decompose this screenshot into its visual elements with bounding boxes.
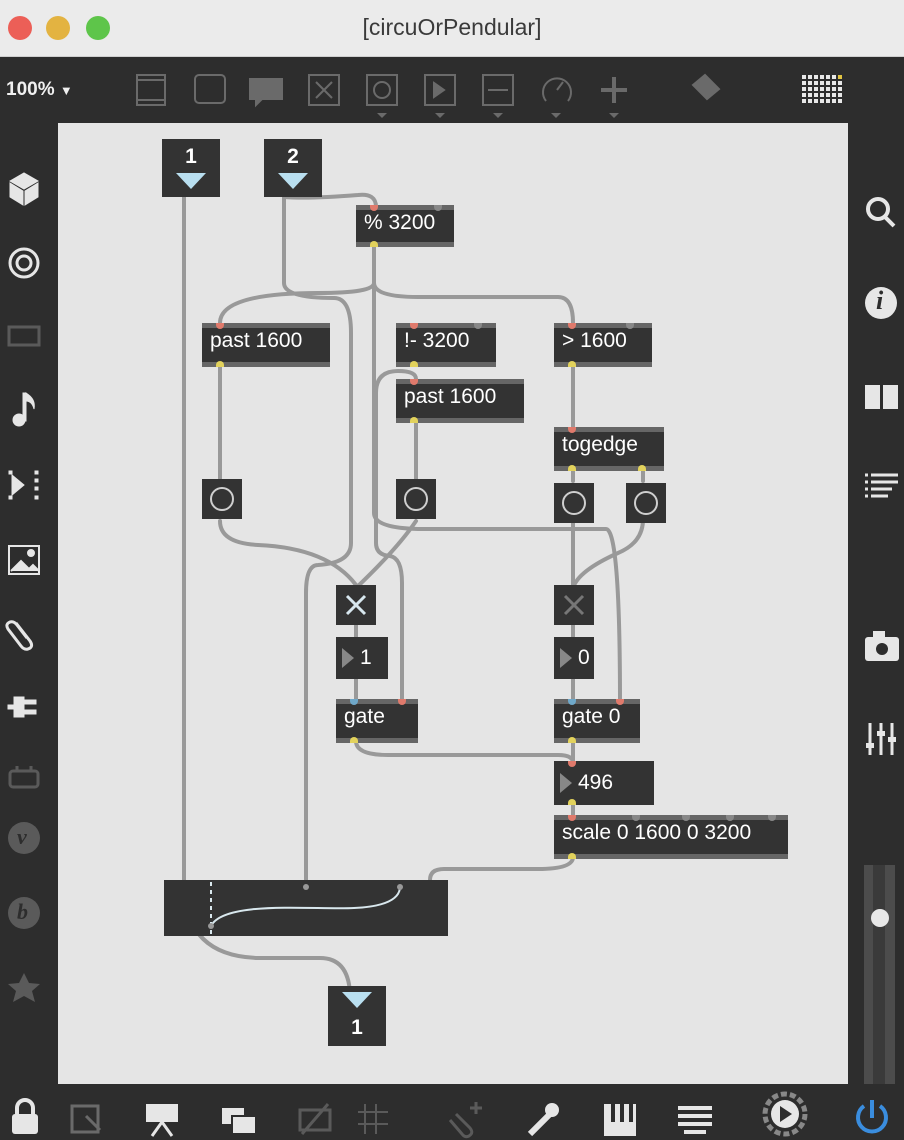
toggle-1[interactable] <box>336 585 376 625</box>
title-bar: [circuOrPendular] <box>0 0 904 57</box>
button-icon[interactable] <box>366 74 398 106</box>
power-icon[interactable] <box>856 1100 888 1134</box>
cord[interactable] <box>218 243 376 325</box>
cord[interactable] <box>282 192 378 209</box>
cursor-icon[interactable] <box>70 1104 102 1134</box>
mixer-icon[interactable] <box>866 723 896 755</box>
v-icon[interactable] <box>8 822 40 854</box>
paperclip-icon[interactable] <box>5 620 34 651</box>
volume-slider[interactable] <box>864 865 895 1085</box>
object-past-1[interactable]: past 1600 <box>202 323 330 367</box>
patcher-canvas[interactable]: 1 2 % 3200 past 1600 !- 3200 > 1600 past… <box>58 123 848 1084</box>
b-icon[interactable] <box>8 897 40 929</box>
inlet-2[interactable]: 2 <box>264 139 322 197</box>
device-icon[interactable] <box>8 766 40 789</box>
comment-icon[interactable] <box>249 78 283 108</box>
info-label: i <box>876 286 884 315</box>
columns-icon[interactable] <box>865 385 898 409</box>
cord[interactable] <box>571 519 645 590</box>
right-sidebar: i <box>848 123 904 1085</box>
presentation-icon[interactable] <box>7 325 41 347</box>
object-togedge[interactable]: togedge <box>554 427 664 471</box>
function-curve[interactable] <box>164 880 448 936</box>
object-scale[interactable]: scale 0 1600 0 3200 <box>554 815 788 859</box>
camera-icon[interactable] <box>865 631 899 661</box>
left-sidebar: v b <box>0 123 58 1085</box>
zoom-button[interactable] <box>86 16 110 40</box>
presentation-mode-icon[interactable] <box>146 1104 178 1137</box>
object-mod[interactable]: % 3200 <box>356 205 454 247</box>
clip-add-icon[interactable] <box>448 1102 482 1139</box>
windows-icon[interactable] <box>222 1108 257 1135</box>
toggle-icon[interactable] <box>308 74 340 106</box>
list-icon[interactable] <box>865 473 898 498</box>
object-past-2[interactable]: past 1600 <box>396 379 524 423</box>
inlet-1[interactable]: 1 <box>162 139 220 197</box>
number-496[interactable]: 496 <box>554 761 654 805</box>
number-1[interactable]: 1 <box>336 637 388 679</box>
keyboard-icon[interactable] <box>678 1106 712 1134</box>
object-gate-0[interactable]: gate 0 <box>554 699 640 743</box>
cord[interactable] <box>218 519 358 587</box>
play-icon[interactable] <box>424 74 456 106</box>
cord[interactable] <box>354 519 418 590</box>
toolbar: 100% ▼ <box>0 57 904 123</box>
grid-icon[interactable] <box>802 75 842 103</box>
toolbar-icons <box>136 73 842 118</box>
paint-bucket-icon[interactable] <box>691 73 721 101</box>
bang-2[interactable] <box>396 479 436 519</box>
patch-cords <box>182 192 645 995</box>
player-icon[interactable] <box>8 470 39 500</box>
cord[interactable] <box>182 195 352 995</box>
bang-4[interactable] <box>626 483 666 523</box>
toggle-2[interactable] <box>554 585 594 625</box>
slider-icon[interactable] <box>482 74 514 106</box>
plug-icon[interactable] <box>7 696 37 718</box>
dial-icon[interactable] <box>542 77 572 102</box>
cord[interactable] <box>282 195 353 885</box>
cord[interactable] <box>372 243 575 325</box>
lock-icon[interactable] <box>12 1098 38 1134</box>
minimize-button[interactable] <box>46 16 70 40</box>
b-label: b <box>17 899 28 924</box>
zoom-menu[interactable]: 100% ▼ <box>6 79 73 100</box>
search-icon[interactable] <box>866 197 896 228</box>
object-gate[interactable]: gate <box>336 699 418 743</box>
info-icon[interactable] <box>865 287 897 319</box>
cord[interactable] <box>354 739 575 765</box>
bang-3[interactable] <box>554 483 594 523</box>
target-icon[interactable] <box>8 247 40 279</box>
window-title: [circuOrPendular] <box>362 14 542 40</box>
plus-icon[interactable] <box>601 77 627 103</box>
piano-icon[interactable] <box>604 1104 636 1136</box>
cord[interactable] <box>428 855 575 882</box>
object-sub[interactable]: !- 3200 <box>396 323 496 367</box>
cord[interactable] <box>372 243 622 705</box>
play-circle-icon[interactable] <box>762 1091 808 1137</box>
object-box-icon[interactable] <box>136 74 166 106</box>
close-button[interactable] <box>8 16 32 40</box>
number-0[interactable]: 0 <box>554 637 594 679</box>
cord[interactable] <box>374 368 418 703</box>
star-icon[interactable] <box>8 973 40 1002</box>
grid-icon[interactable] <box>358 1104 388 1134</box>
mute-icon[interactable] <box>298 1103 332 1135</box>
image-icon[interactable] <box>8 545 40 575</box>
music-note-icon[interactable] <box>12 392 35 427</box>
message-icon[interactable] <box>194 74 226 104</box>
v-label: v <box>17 824 27 849</box>
package-icon[interactable] <box>8 172 40 206</box>
object-gt[interactable]: > 1600 <box>554 323 652 367</box>
bang-1[interactable] <box>202 479 242 519</box>
outlet-1[interactable]: 1 <box>328 986 386 1046</box>
wrench-icon[interactable] <box>527 1103 559 1137</box>
bottom-bar <box>0 1084 904 1140</box>
